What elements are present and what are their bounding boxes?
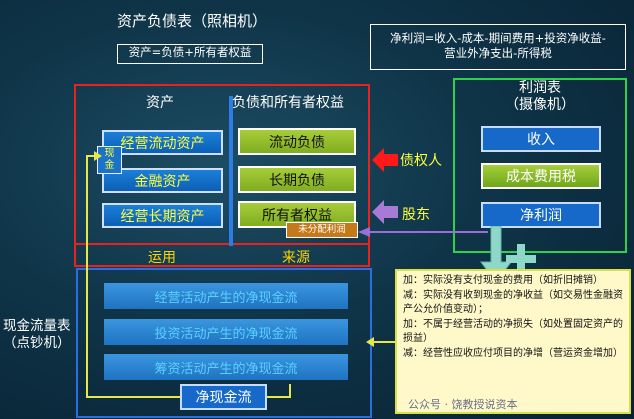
profit-to-retained-line	[358, 227, 488, 237]
profit-formula-box: 净利润=收入-成本-期间费用+投资净收益- 营业外净支出-所得税	[370, 24, 626, 70]
income-title-line2: （摄像机）	[505, 97, 575, 113]
net-cash-flow: 净现金流	[180, 384, 267, 410]
liability-current: 流动负债	[238, 128, 356, 155]
cash-flow-operating: 经营活动产生的净现金流	[104, 283, 348, 309]
liabilities-header: 负债和所有者权益	[232, 95, 344, 111]
adjustment-item: 加：不属于经营活动的净损失（如处置固定资产的损益）	[403, 318, 623, 345]
use-label: 运用	[148, 250, 176, 266]
balance-sheet-divider-h	[76, 243, 368, 245]
adjustments-box: 加：实际没有支付现金的费用（如折旧摊销） 减：实际没有收到现金的净收益（如交易性…	[395, 269, 631, 414]
asset-operating-longterm: 经营长期资产	[102, 203, 223, 228]
cash-flow-title-line2: （点钞机）	[3, 335, 71, 351]
income-costs: 成本费用税	[481, 163, 601, 189]
creditor-arrow-icon	[372, 148, 398, 172]
adjustment-item: 加：实际没有支付现金的费用（如折旧摊销）	[403, 275, 603, 286]
shareholder-label: 股东	[402, 207, 430, 223]
income-revenue: 收入	[481, 126, 601, 152]
cash-flow-financing: 筹资活动产生的净现金流	[104, 354, 348, 380]
income-net-profit: 净利润	[481, 202, 601, 228]
balance-sheet-title: 资产负债表（照相机）	[116, 12, 267, 30]
adjustment-item: 减：经营性应收应付项目的净增（营运资金增加）	[403, 347, 623, 359]
income-statement-frame	[453, 78, 627, 253]
creditor-label: 债权人	[400, 153, 442, 169]
cash-tag: 现 金	[97, 146, 122, 174]
profit-formula-line2: 营业外净支出-所得税	[444, 46, 552, 60]
profit-formula-line1: 净利润=收入-成本-期间费用+投资净收益-	[390, 31, 606, 45]
shareholder-arrow-icon	[372, 200, 398, 224]
income-statement-title: 利润表 （摄像机）	[453, 80, 627, 114]
balance-sheet-divider-v	[229, 96, 233, 246]
income-title-line1: 利润表	[519, 80, 561, 96]
liability-longterm: 长期负债	[238, 166, 356, 193]
cash-flow-title: 现金流量表 （点钞机）	[3, 318, 71, 352]
source-label: 来源	[282, 250, 310, 266]
plus-icon	[506, 244, 536, 274]
adjustment-item: 减：实际没有收到现金的净收益（如交易性金融资产公允价值变动）；	[403, 289, 623, 316]
cash-flow-title-line1: 现金流量表	[3, 318, 71, 334]
retained-earnings-tag: 未分配利润	[286, 222, 358, 238]
asset-financial: 金融资产	[102, 168, 223, 193]
cash-flow-investing: 投资活动产生的净现金流	[104, 319, 348, 345]
asset-operating-current: 经营流动资产	[102, 130, 223, 155]
assets-header: 资产	[146, 95, 174, 111]
watermark: 公众号 · 饶教授说资本	[408, 398, 518, 411]
balance-equation: 资产=负债+所有者权益	[117, 44, 263, 64]
balance-sheet-frame	[74, 84, 370, 267]
